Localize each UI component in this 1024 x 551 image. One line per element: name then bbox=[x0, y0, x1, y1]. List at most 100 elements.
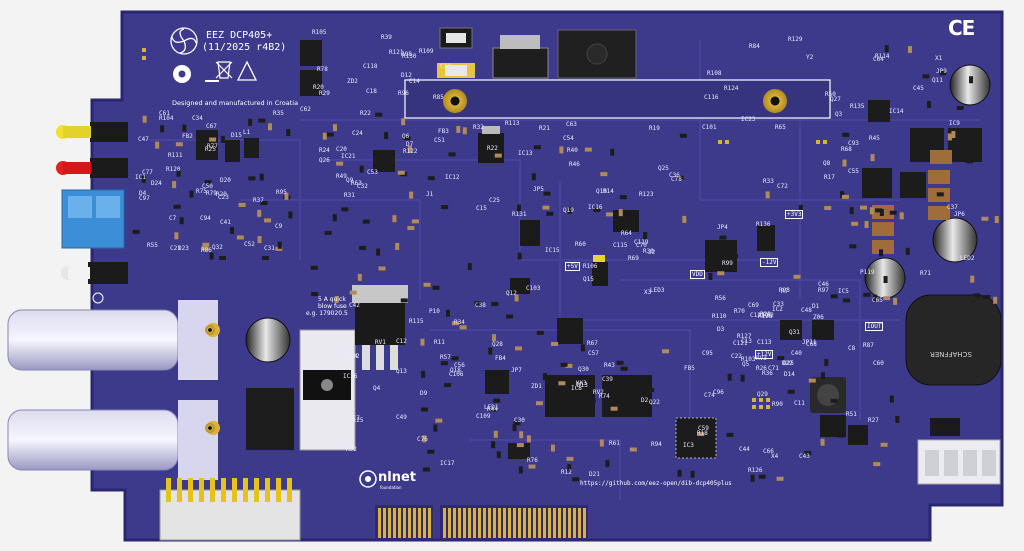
ic bbox=[848, 425, 868, 445]
smd-component bbox=[849, 207, 854, 215]
smd-component bbox=[593, 207, 601, 212]
smd-component bbox=[459, 325, 467, 330]
smd-component bbox=[820, 438, 825, 446]
smd-component bbox=[956, 106, 964, 111]
refdes-r31: R31 bbox=[344, 192, 355, 199]
header-pin bbox=[210, 478, 215, 502]
transistor-to220 bbox=[355, 300, 405, 345]
ic bbox=[196, 130, 218, 160]
refdes-c121: C121 bbox=[733, 340, 748, 347]
refdes-r65: R65 bbox=[775, 124, 786, 131]
refdes-c8: C8 bbox=[848, 345, 856, 352]
refdes-q4: Q4 bbox=[373, 385, 381, 392]
smd-component bbox=[662, 349, 670, 354]
led-holder bbox=[90, 122, 128, 142]
refdes-q11: Q11 bbox=[932, 77, 943, 84]
refdes-r49: R49 bbox=[336, 173, 347, 180]
smd-component bbox=[758, 474, 766, 479]
edge-finger bbox=[478, 508, 481, 538]
mcu-qfp bbox=[675, 417, 717, 459]
smd-component bbox=[606, 212, 614, 217]
smd-component bbox=[132, 229, 140, 234]
refdes-r17: R17 bbox=[824, 174, 835, 181]
refdes-r108: R108 bbox=[707, 70, 722, 77]
refdes-c41: C41 bbox=[220, 219, 231, 226]
smd-component bbox=[875, 208, 883, 213]
refdes-c97: C97 bbox=[139, 195, 150, 202]
refdes-ic21: IC21 bbox=[341, 153, 356, 160]
smd-component bbox=[837, 433, 845, 438]
ic bbox=[592, 262, 608, 286]
refdes-q19: Q19 bbox=[563, 207, 574, 214]
refdes-ic23: IC23 bbox=[741, 116, 756, 123]
smd-component bbox=[264, 218, 272, 223]
smd-component bbox=[160, 125, 165, 133]
refdes-d20: D20 bbox=[220, 177, 231, 184]
refdes-r26: R26 bbox=[756, 365, 767, 372]
smd-component bbox=[173, 204, 181, 209]
refdes-c106: C106 bbox=[449, 371, 464, 378]
edge-finger bbox=[538, 508, 541, 538]
refdes-c52: C52 bbox=[244, 241, 255, 248]
refdes-d4: D4 bbox=[139, 190, 147, 197]
smd-component bbox=[926, 100, 931, 108]
refdes-r136: R136 bbox=[756, 221, 771, 228]
refdes-r39: R39 bbox=[381, 34, 392, 41]
smd-component bbox=[332, 214, 337, 222]
smd-component bbox=[708, 272, 713, 280]
smd-component bbox=[726, 432, 734, 437]
ceramic-capacitor bbox=[928, 206, 950, 220]
refdes-r24: R24 bbox=[319, 147, 330, 154]
smd-component bbox=[311, 292, 319, 297]
smd-component bbox=[849, 244, 857, 249]
smd-component bbox=[407, 226, 415, 231]
refdes-r104: R104 bbox=[159, 115, 174, 122]
refdes-c72: C72 bbox=[777, 183, 788, 190]
refdes-zd2: ZD2 bbox=[347, 78, 358, 85]
smd-component bbox=[824, 206, 832, 211]
smd-component bbox=[740, 374, 745, 382]
net-label: IOUT bbox=[865, 322, 884, 331]
smd-component bbox=[220, 135, 225, 143]
refdes-r131: R131 bbox=[512, 211, 527, 218]
led-holder bbox=[90, 158, 128, 178]
mosfet bbox=[862, 168, 892, 198]
heatsink-slot bbox=[404, 79, 831, 119]
board-title: EEZ DCP405+ bbox=[206, 30, 273, 41]
refdes-r20: R20 bbox=[313, 84, 324, 91]
edge-finger bbox=[563, 508, 566, 538]
smd-component bbox=[189, 190, 194, 198]
smd-component bbox=[421, 407, 429, 412]
edge-finger bbox=[578, 508, 581, 538]
smd-component bbox=[155, 141, 160, 149]
refdes-c57: C57 bbox=[588, 350, 599, 357]
smd-component bbox=[905, 247, 910, 255]
smd-component bbox=[467, 263, 472, 271]
refdes-r111: R111 bbox=[168, 152, 183, 159]
header-pin bbox=[276, 478, 281, 502]
ce-mark: CE bbox=[948, 16, 975, 40]
smd-component bbox=[830, 294, 838, 299]
edge-finger bbox=[398, 508, 401, 538]
smd-component bbox=[267, 123, 272, 131]
smd-component bbox=[526, 435, 531, 443]
refdes-r70: R70 bbox=[734, 308, 745, 315]
refdes-r44: R44 bbox=[487, 406, 498, 413]
smd-component bbox=[488, 347, 493, 355]
smd-component bbox=[474, 301, 482, 306]
refdes-ic3: IC3 bbox=[683, 442, 694, 449]
smd-component bbox=[879, 249, 884, 257]
smd-component bbox=[842, 132, 850, 137]
edge-finger bbox=[503, 508, 506, 538]
refdes-r64: R64 bbox=[621, 230, 632, 237]
edge-finger bbox=[408, 508, 411, 538]
refdes-d16: D16 bbox=[337, 443, 348, 450]
smd-component bbox=[229, 226, 234, 234]
smd-component bbox=[907, 46, 912, 54]
smd-component bbox=[889, 210, 897, 215]
electrolytic-capacitor bbox=[932, 217, 978, 263]
edge-finger bbox=[448, 508, 451, 538]
edge-finger bbox=[543, 508, 546, 538]
refdes-c33: C33 bbox=[773, 301, 784, 308]
ground-symbol-icon bbox=[205, 80, 219, 82]
